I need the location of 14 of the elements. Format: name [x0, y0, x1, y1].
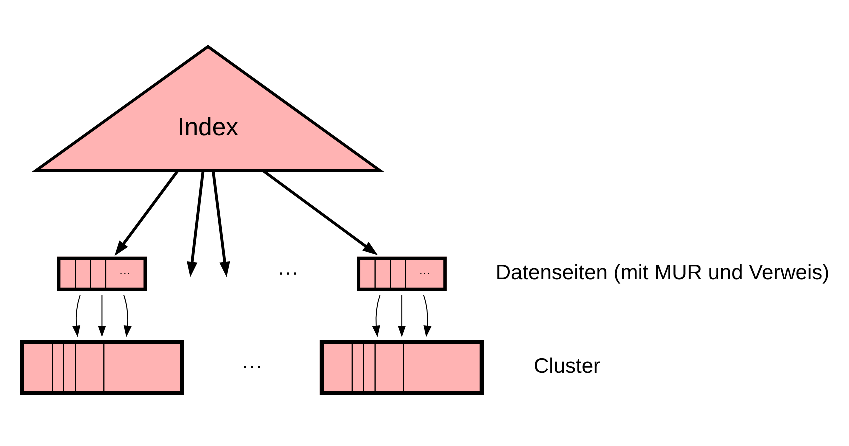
label: ···	[242, 355, 263, 378]
arrow	[262, 170, 378, 256]
arrow	[398, 294, 406, 338]
label: ···	[278, 261, 299, 284]
label: Datenseiten (mit MUR und Verweis)	[496, 261, 830, 284]
arrow	[72, 294, 81, 338]
arrow	[114, 170, 180, 256]
arrow	[98, 294, 106, 338]
label: Cluster	[534, 355, 601, 378]
arrow	[372, 294, 381, 338]
arrow	[124, 294, 132, 338]
arrow	[212, 170, 230, 278]
arrow	[423, 294, 432, 338]
arrow	[187, 170, 205, 278]
